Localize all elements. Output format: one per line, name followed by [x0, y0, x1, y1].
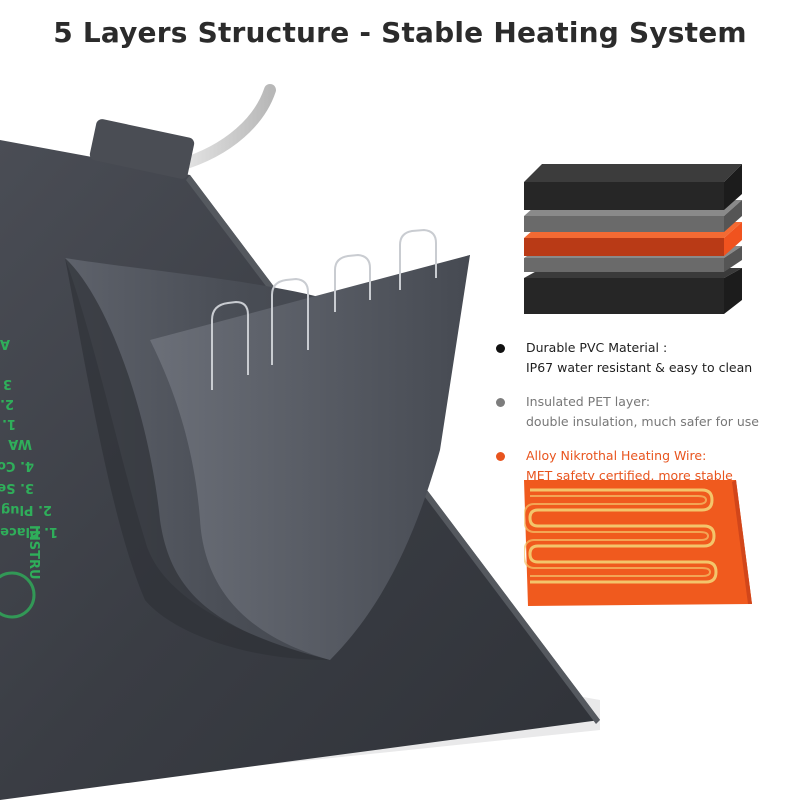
- legend-pet-title: Insulated PET layer:: [526, 394, 651, 409]
- legend-wire-desc: MET safety certified, more stable: [526, 468, 733, 483]
- power-cord: [174, 84, 276, 171]
- legend-item-wire: Alloy Nikrothal Heating Wire: MET safety…: [496, 446, 796, 486]
- instruction-extra-3: 3: [3, 376, 12, 391]
- legend-pet-desc: double insulation, much safer for use: [526, 414, 759, 429]
- wire-panel-background: [524, 480, 752, 606]
- instruction-step-3: 3. Se: [0, 480, 34, 495]
- legend-dot-orange: [496, 452, 505, 461]
- legend-item-pet: Insulated PET layer: double insulation, …: [496, 392, 796, 432]
- legend-pvc-title: Durable PVC Material :: [526, 340, 668, 355]
- layer-top-pvc: [524, 164, 742, 210]
- instruction-warning: WA: [8, 436, 32, 451]
- instruction-heading: INSTRU: [26, 525, 41, 580]
- instruction-step-4: 4. Co: [0, 458, 34, 473]
- legend-dot-gray: [496, 398, 505, 407]
- cord-connector: [89, 119, 195, 179]
- layer-stack-diagram: [524, 164, 742, 314]
- instruction-extra-1: 1.: [2, 416, 16, 431]
- instruction-extra-2: 2.: [0, 396, 14, 411]
- heating-wire-panel: [524, 480, 752, 606]
- legend-dot-black: [496, 344, 505, 353]
- legend-wire-title: Alloy Nikrothal Heating Wire:: [526, 448, 707, 463]
- mat-instructions: INSTRU A 3 2. 1. WA 4. Co 3. Se 2. Plug …: [0, 336, 58, 580]
- instruction-step-2: 2. Plug: [1, 502, 52, 517]
- legend-item-pvc: Durable PVC Material : IP67 water resist…: [496, 338, 796, 378]
- legend-pvc-desc: IP67 water resistant & easy to clean: [526, 360, 753, 375]
- peeled-layer-front: [150, 255, 470, 660]
- heating-wire-zigzag: [528, 488, 718, 584]
- instruction-step-1: 1. Place: [0, 524, 58, 539]
- page-title: 5 Layers Structure - Stable Heating Syst…: [53, 16, 747, 49]
- heating-wire-loops: [211, 228, 437, 390]
- layer-legend: Durable PVC Material : IP67 water resist…: [496, 338, 796, 500]
- leaf-logo-icon: [0, 571, 36, 619]
- layer-bottom-pvc: [524, 268, 742, 314]
- instruction-letter: A: [0, 336, 10, 351]
